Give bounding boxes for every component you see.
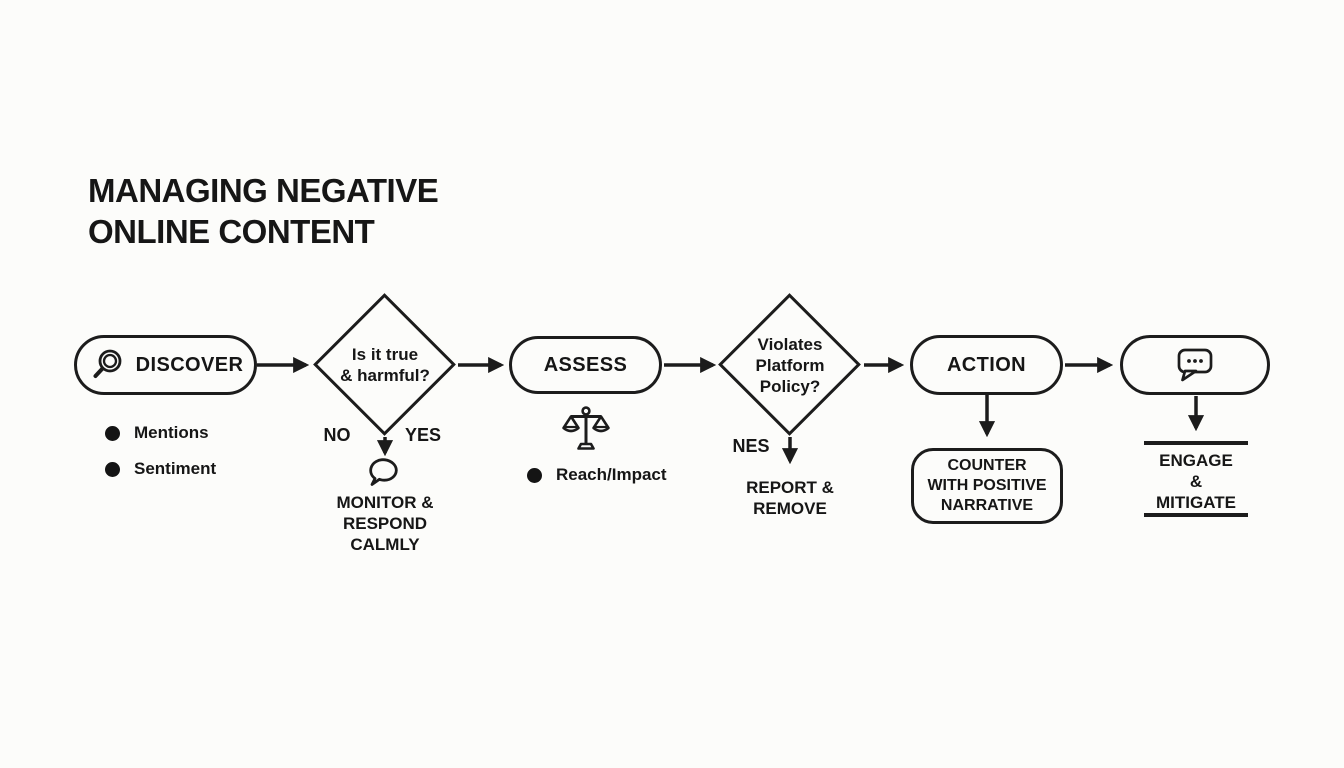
node-label-action: ACTION	[946, 353, 1027, 376]
outcome-monitor-respond: MONITOR & RESPOND CALMLY	[336, 493, 434, 554]
decision-question: Violates Platform Policy?	[755, 334, 825, 396]
list-item: Mentions	[105, 423, 216, 443]
decision-question: Is it true & harmful?	[340, 345, 430, 385]
divider-top	[1144, 441, 1248, 445]
branch-label-nes: NES	[732, 436, 770, 456]
outcome-report-remove: REPORT & REMOVE	[746, 478, 834, 518]
speech-bubble-icon	[369, 458, 398, 486]
outcome-engage-mitigate: ENGAGE & MITIGATE	[1156, 451, 1236, 512]
chat-dots-icon	[1177, 348, 1213, 382]
list-item: Sentiment	[105, 459, 216, 479]
bullet-list-assess: Reach/Impact	[527, 465, 667, 485]
divider-bottom	[1144, 513, 1248, 517]
bullet-label: Reach/Impact	[556, 465, 667, 484]
decision-true-harmful: Is it true & harmful?	[313, 293, 457, 437]
flow-node-discover: DISCOVER	[74, 335, 257, 395]
bullet-icon	[105, 425, 120, 441]
bullet-label: Sentiment	[134, 459, 217, 478]
bullet-label: Mentions	[134, 423, 209, 442]
decision-platform-policy: Violates Platform Policy?	[718, 293, 862, 437]
flow-node-engage	[1120, 335, 1270, 395]
bullet-list-discover: Mentions Sentiment	[105, 423, 216, 479]
scales-icon	[562, 406, 610, 450]
page-title: MANAGING NEGATIVE ONLINE CONTENT	[88, 172, 439, 250]
list-item: Reach/Impact	[527, 465, 667, 485]
branch-label-yes: YES	[404, 425, 442, 445]
flow-node-assess: ASSESS	[509, 336, 662, 394]
bullet-icon	[105, 461, 120, 477]
magnifier-icon	[93, 349, 122, 378]
bullet-icon	[527, 467, 542, 483]
node-label-assess: ASSESS	[543, 353, 628, 376]
flow-node-action: ACTION	[910, 335, 1063, 395]
outcome-counter-narrative: COUNTER WITH POSITIVE NARRATIVE	[911, 448, 1063, 524]
node-label-discover: DISCOVER	[135, 353, 244, 376]
branch-label-no: NO	[323, 425, 351, 445]
